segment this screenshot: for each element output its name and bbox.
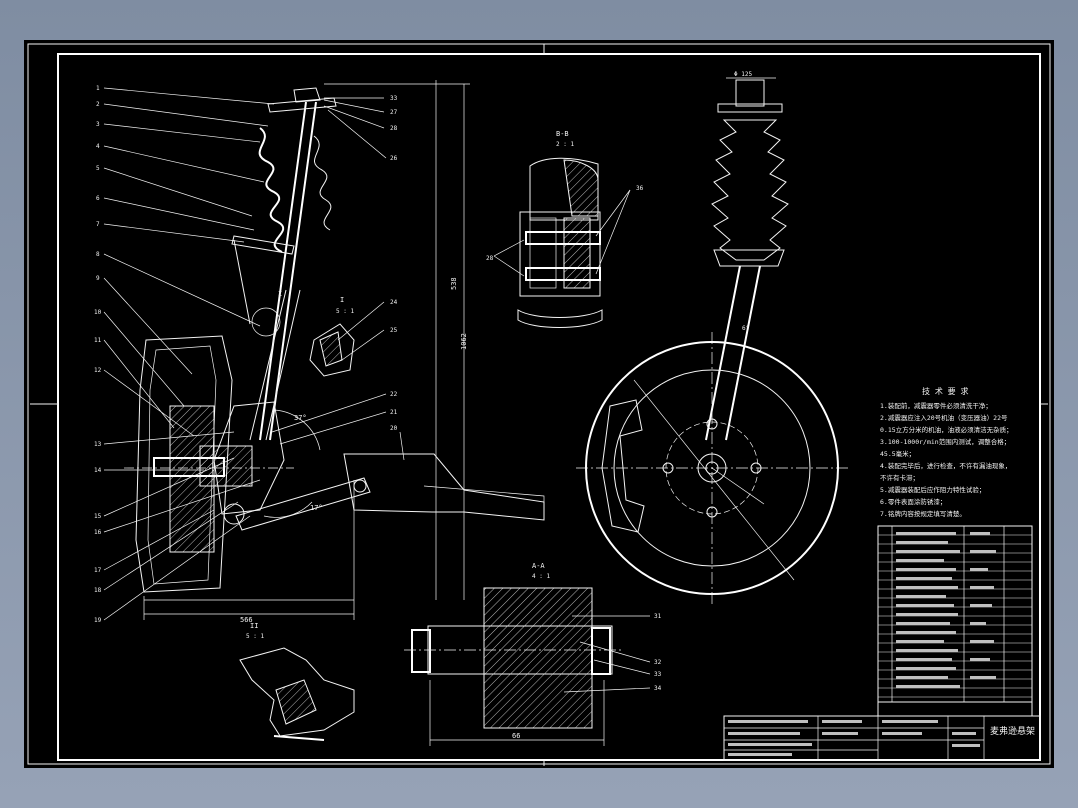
balloon-24: 24 bbox=[390, 299, 398, 306]
inner-frame bbox=[57, 53, 1041, 761]
dim-width: 566 bbox=[240, 616, 253, 624]
balloon-group-top: 33 27 28 26 bbox=[323, 95, 398, 162]
side-view: Φ 125 6° bbox=[576, 71, 850, 604]
detail-i-scale: 5 : 1 bbox=[336, 308, 354, 315]
balloon-4: 4 bbox=[96, 143, 100, 150]
balloon-22: 22 bbox=[390, 391, 398, 398]
note-line-5: 45.5毫米； bbox=[880, 449, 915, 458]
balloon-28-section: 28 bbox=[486, 255, 494, 262]
note-line-6: 4.装配完毕后，进行检查，不许有漏油现象， bbox=[880, 461, 1011, 470]
dim-height-2: 1062 bbox=[460, 333, 468, 350]
note-line-10: 7.铭牌内容按规定填写清楚。 bbox=[880, 509, 966, 518]
detail-ii-view: II 5 : 1 bbox=[239, 622, 355, 741]
angle-label-2: 17° bbox=[310, 504, 323, 512]
drawing-sheet: 538 1062 566 37° 17° I 1 2 3 4 5 bbox=[24, 40, 1054, 768]
note-line-7: 不许有卡滞； bbox=[880, 473, 919, 482]
angle-label-3: 6° bbox=[742, 325, 749, 332]
section-b-b-view: B-B 2 : 1 28 36 bbox=[486, 130, 644, 328]
outer-border bbox=[27, 43, 1051, 765]
balloon-2: 2 bbox=[96, 101, 100, 108]
balloon-3: 3 bbox=[96, 121, 100, 128]
suspension-drawing: 538 1062 566 37° 17° I 1 2 3 4 5 bbox=[27, 43, 1051, 766]
balloon-34: 34 bbox=[654, 685, 662, 692]
note-line-9: 6.零件表面涂防锈漆； bbox=[880, 497, 946, 506]
balloon-20: 20 bbox=[390, 425, 398, 432]
balloon-19: 19 bbox=[94, 617, 102, 624]
balloon-14: 14 bbox=[94, 467, 102, 474]
technical-requirements: 技 术 要 求 1.装配前，减震器零件必须清洗干净； 2.减震器应注入20号机油… bbox=[880, 386, 1013, 518]
section-a-scale: 2 : 1 bbox=[556, 141, 574, 148]
balloon-16: 16 bbox=[94, 529, 102, 536]
balloon-1: 1 bbox=[96, 85, 100, 92]
balloon-32: 32 bbox=[654, 659, 662, 666]
balloon-6: 6 bbox=[96, 195, 100, 202]
balloon-33: 33 bbox=[654, 671, 662, 678]
note-line-1: 1.装配前，减震器零件必须清洗干净； bbox=[880, 401, 992, 410]
balloon-12: 12 bbox=[94, 367, 102, 374]
balloon-31: 31 bbox=[654, 613, 662, 620]
balloon-21: 21 bbox=[390, 409, 398, 416]
balloon-18: 18 bbox=[94, 587, 102, 594]
note-line-3: 0.15立方分米的机油，油液必须清洁无杂质； bbox=[880, 425, 1013, 434]
dim-top: Φ 125 bbox=[734, 71, 752, 78]
angle-label-1: 37° bbox=[294, 414, 307, 422]
dim-bolt: 66 bbox=[512, 732, 520, 740]
balloon-17: 17 bbox=[94, 567, 102, 574]
title-block: 麦弗逊悬架 bbox=[723, 715, 1041, 761]
drawing-title: 麦弗逊悬架 bbox=[990, 725, 1035, 737]
section-b-label: A-A bbox=[532, 562, 545, 570]
balloon-28: 28 bbox=[390, 125, 398, 132]
balloon-15: 15 bbox=[94, 513, 102, 520]
section-a-a-view: A-A 4 : 1 66 31 32 33 34 bbox=[404, 562, 662, 746]
section-a-label: B-B bbox=[556, 130, 569, 138]
balloon-11: 11 bbox=[94, 337, 102, 344]
balloon-7: 7 bbox=[96, 221, 100, 228]
detail-i-view: I 5 : 1 24 25 22 21 20 bbox=[271, 296, 405, 461]
balloon-25: 25 bbox=[390, 327, 398, 334]
balloon-10: 10 bbox=[94, 309, 102, 316]
notes-title: 技 术 要 求 bbox=[922, 386, 968, 396]
parts-list bbox=[877, 525, 1033, 717]
note-line-2: 2.减震器应注入20号机油（变压器油）22号 bbox=[880, 413, 1008, 422]
balloon-13: 13 bbox=[94, 441, 102, 448]
note-line-8: 5.减震器装配后应作阻力特性试验； bbox=[880, 485, 985, 494]
detail-ii-label: II bbox=[250, 622, 258, 630]
balloon-8: 8 bbox=[96, 251, 100, 258]
balloon-36: 36 bbox=[636, 185, 644, 192]
balloon-group-left: 1 2 3 4 5 6 7 8 9 10 11 12 13 14 15 16 1… bbox=[94, 85, 275, 624]
note-line-4: 3.100-1000r/min范围内测试，调整合格； bbox=[880, 437, 1010, 446]
balloon-33-top: 33 bbox=[390, 95, 398, 102]
balloon-26: 26 bbox=[390, 155, 398, 162]
balloon-9: 9 bbox=[96, 275, 100, 282]
detail-ii-scale: 5 : 1 bbox=[246, 633, 264, 640]
dim-height: 538 bbox=[450, 277, 458, 290]
balloon-5: 5 bbox=[96, 165, 100, 172]
detail-i-label: I bbox=[340, 296, 344, 304]
section-b-scale: 4 : 1 bbox=[532, 573, 550, 580]
main-assembly-view: 538 1062 566 37° 17° I bbox=[124, 80, 545, 624]
balloon-27: 27 bbox=[390, 109, 398, 116]
svg-text:I: I bbox=[278, 290, 282, 298]
